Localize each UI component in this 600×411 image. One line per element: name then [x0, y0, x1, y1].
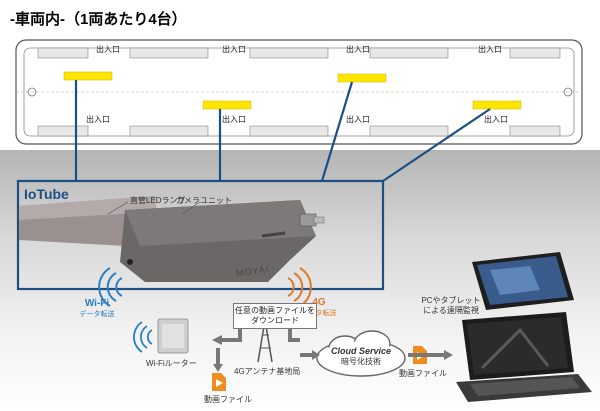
iotube-marker-1 [63, 71, 113, 81]
cloud-title: Cloud Service [330, 346, 392, 356]
router-wifi-waves [133, 321, 153, 353]
iotube-callout-box [16, 179, 385, 291]
camera-unit-label: カメラユニット [176, 196, 232, 205]
led-lamp-label: 直管LEDランプ [130, 196, 186, 205]
iotube-marker-4 [472, 100, 522, 110]
iotube-marker-2 [202, 100, 252, 110]
download-line-2: ダウンロード [251, 316, 299, 325]
video-file-icon-left [212, 373, 226, 391]
wifi-waves-top [98, 267, 123, 307]
wifi-title: Wi-Fi [84, 298, 110, 309]
download-line-1: 任意の動画ファイルを [235, 306, 315, 315]
4g-waves [287, 267, 312, 307]
cloud-text: Cloud Service 暗号化技術 [321, 346, 401, 367]
router-label: Wi-Fiルーター [146, 359, 197, 368]
train-car-plan [15, 39, 583, 145]
cloud-icon [316, 330, 406, 377]
download-note: 任意の動画ファイルを ダウンロード [233, 303, 317, 329]
door-label-bottom-4: 出入口 [484, 115, 508, 124]
door-label-bottom-2: 出入口 [222, 115, 246, 124]
wifi-label: Wi-Fi データ転送 [74, 298, 120, 319]
4g-subtitle: データ転送 [301, 310, 337, 317]
wifi-router [157, 318, 189, 354]
door-label-top-3: 出入口 [346, 45, 370, 54]
door-label-bottom-1: 出入口 [86, 115, 110, 124]
iotube-title: IoTube [24, 186, 69, 202]
cloud-subtitle: 暗号化技術 [341, 357, 381, 366]
remote-monitor-line-1: PCやタブレット [421, 296, 481, 305]
camera-unit [120, 200, 325, 282]
remote-monitor-line-2: による遠隔監視 [423, 306, 479, 315]
wifi-subtitle: データ転送 [79, 311, 115, 318]
download-arrow-left [222, 327, 242, 342]
page-title: -車両内-（1両あたり4台） [10, 11, 187, 28]
4g-title: 4G [312, 297, 326, 308]
tablet-icon [472, 252, 574, 310]
door-label-top-2: 出入口 [222, 45, 246, 54]
iotube-marker-3 [337, 73, 387, 83]
file-label-left: 動画ファイル [204, 395, 252, 404]
door-label-top-4: 出入口 [478, 45, 502, 54]
4g-label: 4G データ転送 [296, 297, 342, 318]
door-label-top-1: 出入口 [96, 45, 120, 54]
connector-lines [74, 80, 491, 182]
laptop-icon [456, 312, 592, 402]
antenna-label: 4Gアンテナ基地局 [234, 367, 301, 376]
download-arrow-right [288, 327, 300, 342]
door-label-bottom-3: 出入口 [346, 115, 370, 124]
file-label-right: 動画ファイル [399, 369, 447, 378]
remote-monitor-label: PCやタブレット による遠隔監視 [421, 296, 481, 316]
